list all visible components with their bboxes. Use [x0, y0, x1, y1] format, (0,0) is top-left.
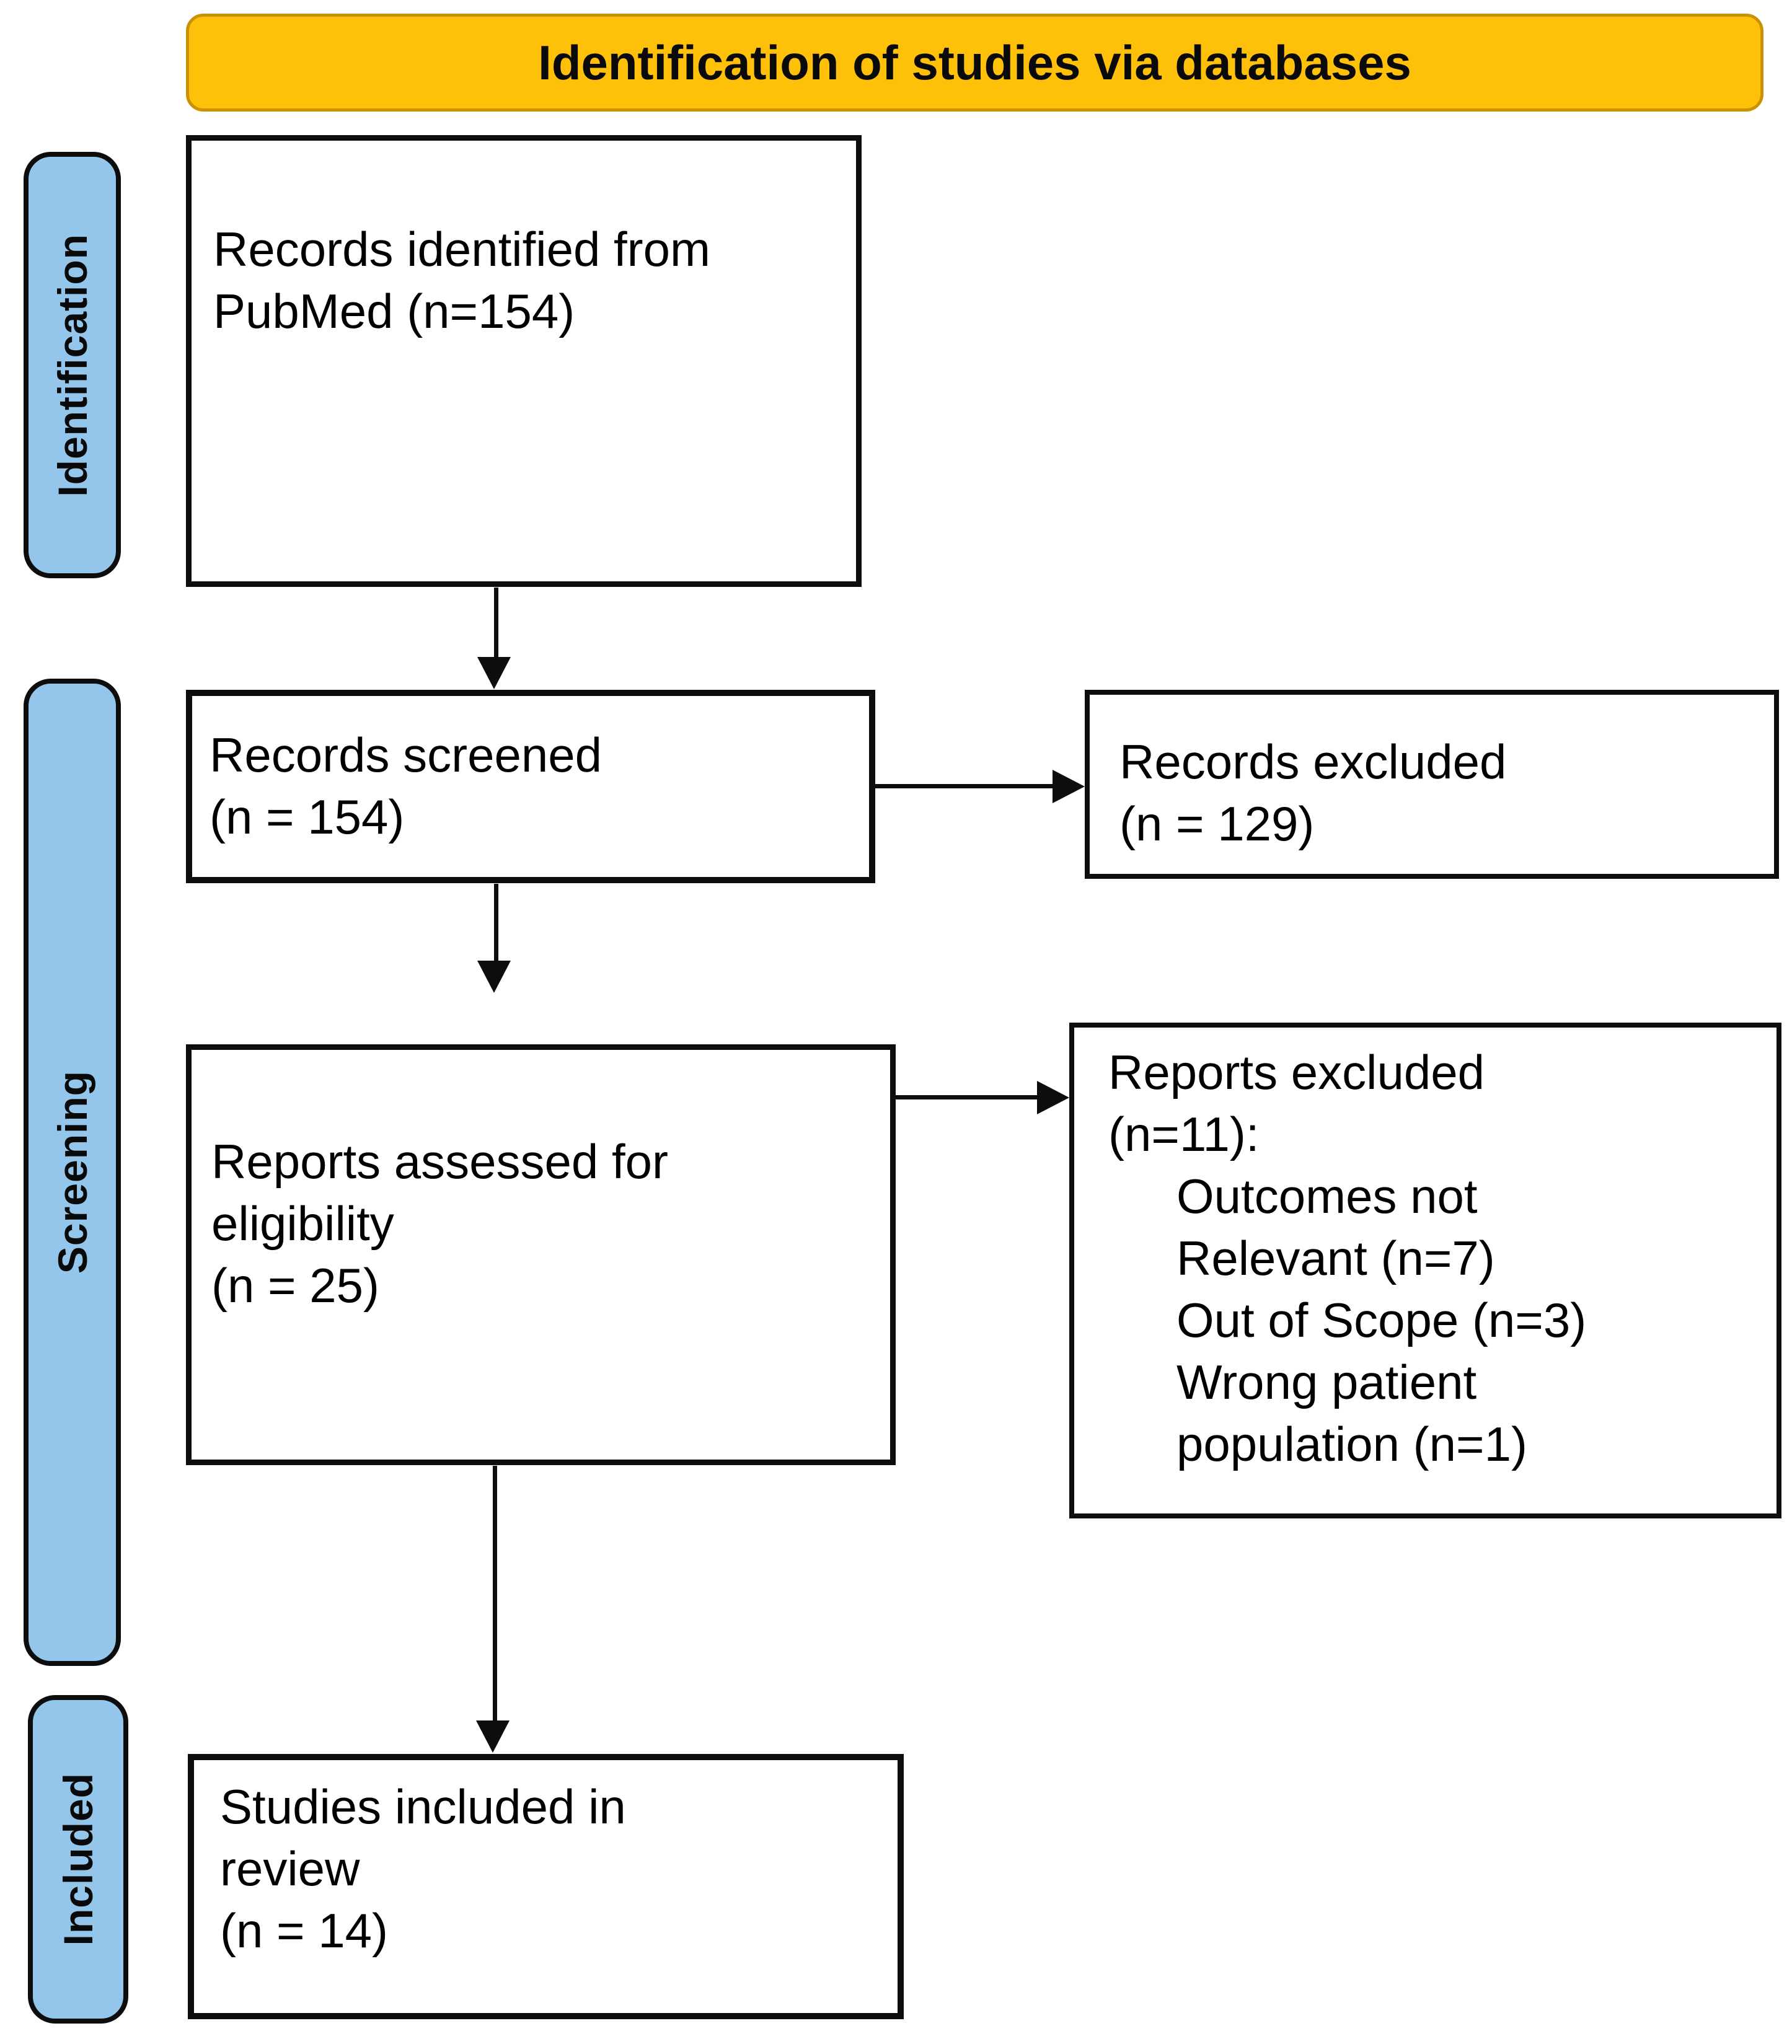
arrow-screened-to-assessed-shaft [494, 884, 498, 963]
box-records-screened: Records screened (n = 154) [186, 690, 875, 883]
arrow-screened-to-excluded-head [1053, 770, 1085, 803]
box-text-line: PubMed (n=154) [213, 284, 575, 338]
stage-label-identification: Identification [49, 233, 95, 497]
exclusion-reason: Outcomes not [1176, 1169, 1478, 1223]
box-text-line: (n=11): [1108, 1107, 1260, 1161]
box-text-line: Studies included in [220, 1779, 626, 1834]
box-studies-included: Studies included in review (n = 14) [188, 1754, 904, 2019]
arrow-assessed-to-included-shaft [493, 1466, 497, 1722]
box-text-line: (n = 154) [210, 790, 405, 844]
box-text-line: Reports assessed for [211, 1134, 669, 1189]
stage-bar-included: Included [28, 1695, 128, 2024]
exclusion-reason: Relevant (n=7) [1176, 1231, 1495, 1285]
exclusion-reason: population (n=1) [1176, 1417, 1527, 1471]
arrow-assessed-to-included-head [476, 1720, 510, 1753]
diagram-title: Identification of studies via databases [538, 35, 1411, 90]
stage-label-screening: Screening [49, 1070, 95, 1274]
arrow-screened-to-excluded-shaft [875, 784, 1055, 788]
exclusion-reason: Wrong patient [1176, 1355, 1477, 1409]
box-reports-assessed: Reports assessed for eligibility (n = 25… [186, 1044, 896, 1465]
exclusion-reason: Out of Scope (n=3) [1176, 1293, 1587, 1347]
arrow-assessed-to-excluded-head [1037, 1081, 1069, 1114]
box-text-line: Records excluded [1119, 734, 1507, 789]
diagram-title-banner: Identification of studies via databases [186, 14, 1763, 112]
box-text-line: (n = 14) [220, 1903, 388, 1958]
arrow-identified-to-screened-shaft [494, 588, 498, 659]
box-text-line: (n = 25) [211, 1258, 379, 1313]
box-text-line: (n = 129) [1119, 796, 1315, 851]
stage-label-included: Included [55, 1773, 101, 1946]
box-records-identified: Records identified from PubMed (n=154) [186, 135, 862, 587]
stage-bar-identification: Identification [24, 152, 121, 578]
arrow-assessed-to-excluded-shaft [896, 1095, 1039, 1099]
box-text-line: review [220, 1841, 360, 1896]
box-text-line: Records identified from [213, 222, 711, 276]
box-text-line: Reports excluded [1108, 1045, 1485, 1099]
box-reports-excluded: Reports excluded (n=11): Outcomes not Re… [1069, 1023, 1781, 1518]
stage-bar-screening: Screening [24, 679, 121, 1666]
box-records-excluded: Records excluded (n = 129) [1085, 690, 1779, 879]
box-text-line: Records screened [210, 728, 602, 782]
arrow-identified-to-screened-head [477, 657, 511, 689]
arrow-screened-to-assessed-head [477, 961, 511, 993]
box-text-line: eligibility [211, 1196, 394, 1251]
